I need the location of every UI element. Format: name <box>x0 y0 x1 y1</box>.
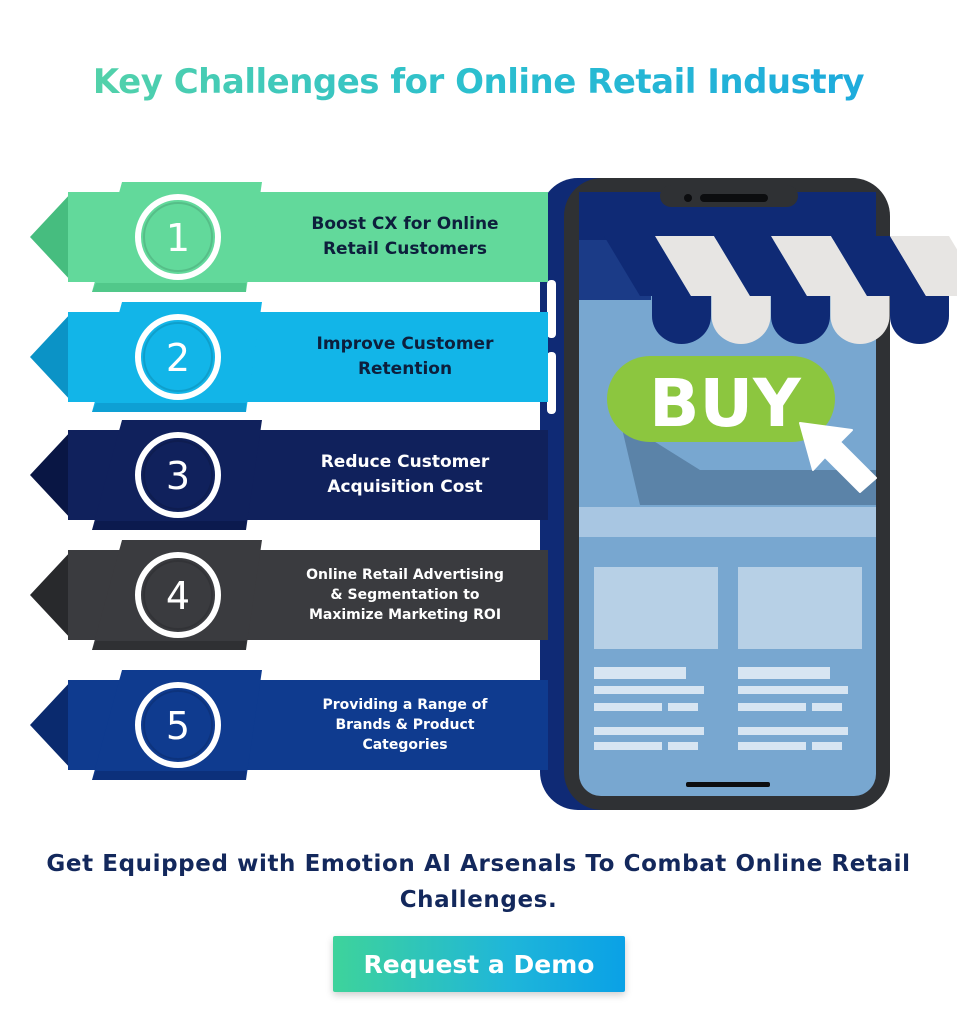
awning-scallop <box>711 296 771 345</box>
placeholder-text-line <box>812 742 842 750</box>
placeholder-text-line <box>594 742 662 750</box>
phone-side-button <box>547 352 556 414</box>
challenge-banner-4: 4 <box>30 540 548 650</box>
phone-illustration: BUY <box>540 178 957 810</box>
challenge-text-line: & Segmentation to <box>330 586 480 603</box>
product-image-right <box>738 567 862 649</box>
cursor-arrow-icon <box>799 422 877 493</box>
challenge-banner-1: 1 <box>30 182 548 292</box>
awning-stripe <box>714 236 807 296</box>
challenge-number: 1 <box>166 216 190 260</box>
placeholder-text-line <box>668 703 698 711</box>
awning-stripe <box>831 236 926 296</box>
challenge-banner-3: 3 <box>30 420 548 530</box>
tile-shadow <box>92 521 246 530</box>
awning-scallop <box>771 296 830 345</box>
awning-scallop <box>830 296 890 345</box>
placeholder-text-line <box>594 667 686 679</box>
number-circle <box>135 432 221 518</box>
challenge-text-line: Brands & Product <box>335 716 475 733</box>
screen-divider-band <box>579 507 876 537</box>
product-image-left <box>594 567 718 649</box>
number-circle <box>135 552 221 638</box>
number-circle-inner <box>143 560 213 630</box>
placeholder-text-line <box>594 727 704 735</box>
placeholder-text-line <box>738 703 806 711</box>
challenge-number: 2 <box>166 336 190 380</box>
awning-stripe <box>604 236 691 296</box>
placeholder-text-line <box>594 686 704 694</box>
challenge-number: 4 <box>166 574 190 618</box>
challenge-text-line: Retail Customers <box>322 239 488 259</box>
placeholder-text-line <box>738 667 830 679</box>
tile-shadow <box>92 283 246 292</box>
challenge-text-line: Online Retail Advertising <box>306 566 504 583</box>
challenge-text-line: Acquisition Cost <box>327 477 483 497</box>
buy-button <box>607 356 835 442</box>
home-indicator <box>686 782 770 787</box>
placeholder-text-line <box>738 742 806 750</box>
placeholder-text-line <box>738 727 848 735</box>
challenge-banner-2: 2 <box>30 302 548 412</box>
challenge-text-line: Improve Customer <box>316 334 494 355</box>
camera-icon <box>684 194 692 202</box>
number-circle <box>135 194 221 280</box>
number-circle-inner <box>143 690 213 760</box>
challenge-text-line: Categories <box>362 737 448 754</box>
placeholder-text-line <box>668 742 698 750</box>
challenge-text-line: Boost CX for Online <box>311 214 499 235</box>
page-title: Key Challenges for Online Retail Industr… <box>0 62 957 102</box>
challenge-text-line: Providing a Range of <box>322 696 488 713</box>
challenge-number: 5 <box>166 704 190 748</box>
buy-label: BUY <box>649 365 802 442</box>
challenge-text-line: Maximize Marketing ROI <box>308 607 502 624</box>
number-circle-inner <box>143 202 213 272</box>
placeholder-text-line <box>594 703 662 711</box>
number-circle <box>135 682 221 768</box>
challenge-text-4: Online Retail Advertising & Segmentation … <box>285 565 525 626</box>
awning-stripe <box>655 236 750 296</box>
challenge-banner-5: 5 <box>30 670 548 780</box>
awning-scallop <box>652 296 711 345</box>
tile-shadow <box>92 641 246 650</box>
phone-side-button <box>547 280 556 338</box>
placeholder-text-line <box>738 686 848 694</box>
tile-shadow <box>92 403 246 412</box>
tagline: Get Equipped with Emotion AI Arsenals To… <box>46 851 911 913</box>
tile-shadow <box>92 771 246 780</box>
buy-shadow <box>620 420 876 505</box>
number-circle <box>135 314 221 400</box>
request-demo-button[interactable]: Request a Demo <box>333 936 625 992</box>
challenge-number: 3 <box>166 454 190 498</box>
number-circle-inner <box>143 322 213 392</box>
challenge-text-line: Retention <box>357 359 453 379</box>
awning-scallop <box>890 296 949 345</box>
placeholder-text-line <box>812 703 842 711</box>
speaker-grill <box>700 194 768 202</box>
awning-stripe <box>890 236 957 296</box>
challenge-text-line: Reduce Customer <box>320 452 490 473</box>
number-circle-inner <box>143 440 213 510</box>
awning-stripe <box>771 236 867 296</box>
